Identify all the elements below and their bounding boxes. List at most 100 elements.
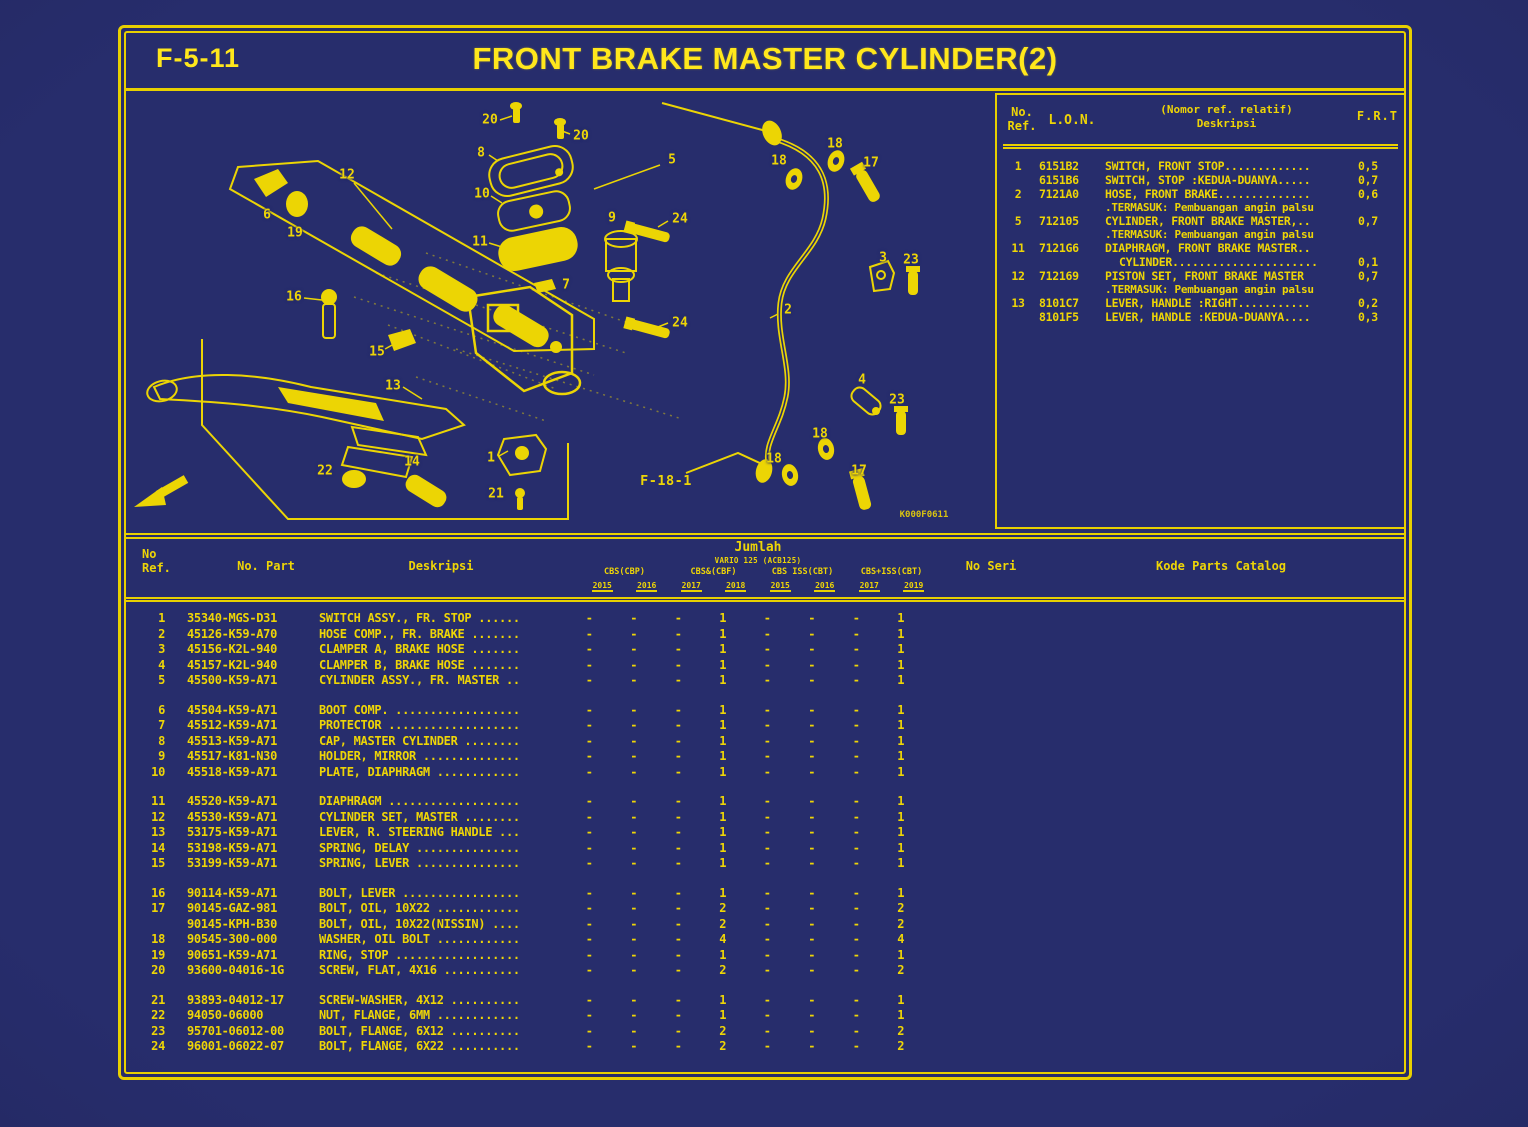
cell-part-no: 45126-K59-A70 [187, 626, 278, 641]
part-callout: 8 [477, 145, 485, 161]
cell-ref-no: 1 [158, 611, 165, 625]
part-callout: 10 [474, 186, 490, 202]
parts-table-row: 20 93600-04016-1G SCREW, FLAT, 4X16 ....… [126, 963, 1404, 979]
cell-part-no: 53198-K59-A71 [187, 840, 278, 855]
cell-qty: - [852, 657, 860, 672]
cell-qty: - [674, 764, 682, 779]
cell-qty [834, 979, 879, 993]
cell-qty [656, 872, 701, 886]
parts-table-row: 16 90114-K59-A71 BOLT, LEVER ...........… [126, 886, 1404, 902]
cell-qty: - [630, 947, 638, 962]
cell-description: BOLT, FLANGE, 6X12 .......... [319, 1023, 520, 1038]
cell-ref-no [126, 689, 165, 703]
parts-table-row: 6 45504-K59-A71 BOOT COMP. .............… [126, 703, 1404, 719]
cell-qty [656, 979, 701, 993]
cell-qty: - [674, 733, 682, 748]
cell-qty: - [674, 856, 682, 870]
cell-qty: - [630, 642, 638, 656]
cell-qty: - [763, 626, 771, 641]
cell-qty [656, 780, 701, 794]
cell-ref-no: 22 [151, 1008, 165, 1022]
cell-qty: - [585, 733, 593, 748]
part-callout: 12 [339, 167, 355, 183]
cell-qty [612, 979, 657, 993]
cell-qty: - [808, 825, 816, 839]
cell-qty: 1 [897, 626, 905, 641]
cell-ref-no [126, 917, 165, 933]
cell-ref-no: 19 [151, 947, 165, 962]
parts-table-rows: 1 35340-MGS-D31 SWITCH ASSY., FR. STOP .… [126, 602, 1404, 1055]
cell-qty: - [763, 718, 771, 732]
cell-qty: - [674, 916, 682, 931]
cell-part-no: 90545-300-000 [187, 932, 278, 946]
cell-description: CLAMPER A, BRAKE HOSE ....... [319, 642, 520, 656]
cell-qty: - [763, 856, 771, 870]
cell-qty: 1 [897, 840, 905, 855]
cell-qty: 1 [719, 642, 727, 656]
cell-qty [879, 689, 924, 703]
cell-description: SPRING, DELAY ............... [319, 840, 520, 855]
cell-part-no: 45157-K2L-940 [187, 657, 278, 672]
cell-qty: - [674, 718, 682, 732]
parts-table-row: 11 45520-K59-A71 DIAPHRAGM .............… [126, 794, 1404, 810]
cell-qty: - [585, 611, 593, 625]
cell-qty: - [808, 856, 816, 870]
cell-qty: - [808, 992, 816, 1007]
col-no-seri: No Seri [965, 559, 1017, 573]
title-bar: F-5-11 FRONT BRAKE MASTER CYLINDER(2) [126, 33, 1404, 91]
cell-qty: - [852, 764, 860, 779]
cell-qty [567, 872, 612, 886]
cell-qty: 2 [897, 963, 905, 977]
variant-year: 2016 [814, 581, 836, 592]
cell-qty: - [808, 1023, 816, 1038]
related-figure-ref: F-18-1 [640, 473, 692, 489]
col-jumlah: Jumlah [734, 540, 782, 555]
cell-qty: - [674, 840, 682, 855]
cell-part-no: 35340-MGS-D31 [187, 611, 278, 625]
cell-qty [790, 689, 835, 703]
parts-table-row: 19 90651-K59-A71 RING, STOP ............… [126, 948, 1404, 964]
part-callout: 5 [668, 152, 676, 168]
cell-qty: - [852, 642, 860, 656]
cell-description: SCREW, FLAT, 4X16 ........... [319, 963, 520, 977]
cell-qty: - [852, 1023, 860, 1038]
cell-qty: - [630, 749, 638, 763]
cell-qty: - [763, 733, 771, 748]
cell-qty: - [852, 809, 860, 824]
cell-qty: - [852, 932, 860, 946]
variant-group: CBS ISS(CBT) [771, 567, 834, 577]
cell-qty: - [585, 673, 593, 687]
cell-description: BOLT, FLANGE, 6X22 .......... [319, 1039, 520, 1053]
cell-qty: 1 [897, 992, 905, 1007]
cell-qty: - [630, 1023, 638, 1038]
cell-part-no: 45530-K59-A71 [187, 809, 278, 824]
cell-qty: 1 [897, 611, 905, 625]
cell-qty: - [630, 1008, 638, 1022]
cell-qty: - [630, 1039, 638, 1053]
cell-qty: - [585, 749, 593, 763]
cell-qty: 1 [719, 611, 727, 625]
parts-table-row: 8 45513-K59-A71 CAP, MASTER CYLINDER ...… [126, 734, 1404, 750]
cell-qty: 4 [897, 932, 905, 946]
cell-qty: - [630, 932, 638, 946]
cell-qty [701, 872, 746, 886]
cell-qty: 1 [719, 657, 727, 672]
part-callout: 1 [487, 450, 495, 466]
parts-table-row: 22 94050-06000 NUT, FLANGE, 6MM ........… [126, 1008, 1404, 1024]
cell-qty: 1 [897, 947, 905, 962]
cell-qty [612, 780, 657, 794]
cell-qty [701, 689, 746, 703]
model-label: VARIO 125 (ACB125) [714, 556, 802, 565]
cell-qty: - [763, 642, 771, 656]
cell-qty: - [808, 840, 816, 855]
cell-qty: - [585, 809, 593, 824]
cell-ref-no: 11 [151, 794, 165, 808]
cell-description: CYLINDER SET, MASTER ........ [319, 809, 520, 824]
cell-qty: - [674, 885, 682, 900]
cell-qty: - [852, 749, 860, 763]
cell-qty: - [852, 1008, 860, 1022]
cell-part-no: 45513-K59-A71 [187, 733, 278, 748]
cell-qty: 1 [897, 702, 905, 717]
